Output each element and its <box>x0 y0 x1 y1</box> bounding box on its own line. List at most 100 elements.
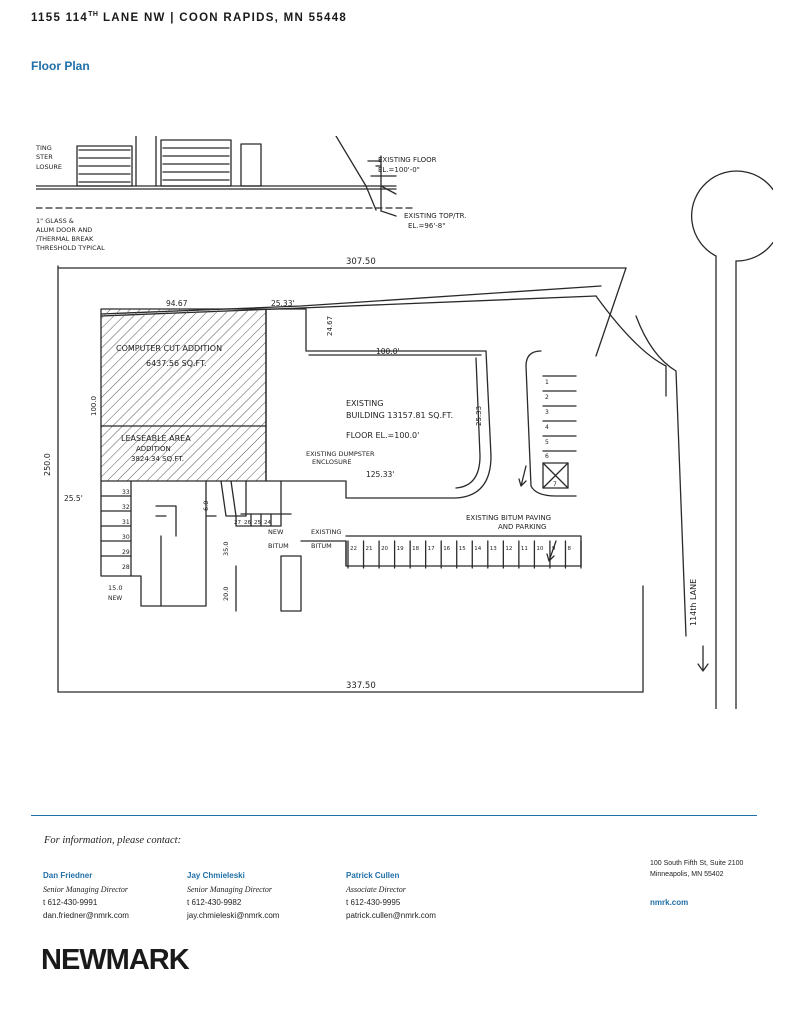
newmark-logo: NEWMARK <box>41 944 190 976</box>
enclosure-note-2: STER <box>36 153 53 161</box>
paving-label-1: EXISTING BITUM PAVING <box>466 514 551 522</box>
left-stall-numbers: 33 32 31 30 29 28 27 26 25 24 25.5' 6.0 … <box>64 489 551 602</box>
dim-200: 20.0 <box>222 587 230 601</box>
dim-350: 35.0 <box>222 542 230 556</box>
existing-building <box>265 308 492 499</box>
floor-elevation-note: EL.=100'-0" <box>378 166 420 174</box>
dim-255: 25.5' <box>64 494 83 503</box>
contact-phone[interactable]: t 612-430-9995 <box>346 898 401 907</box>
lane-label: 114th LANE <box>689 579 698 626</box>
property-address: 1155 114TH LANE NW | COON RAPIDS, MN 554… <box>31 11 348 24</box>
stall-number: 13 <box>490 546 497 552</box>
addition-label-2: 6437.56 SQ.FT. <box>146 359 206 368</box>
dim-1000: 100.0 <box>90 396 98 416</box>
contact-phone[interactable]: t 612-430-9991 <box>43 898 98 907</box>
contact-email[interactable]: patrick.cullen@nmrk.com <box>346 911 436 920</box>
leaseable-label-2: ADDITION <box>136 445 171 453</box>
contact-card-1: Dan Friedner Senior Managing Director t … <box>43 869 129 922</box>
dim-100: 100.0' <box>376 347 400 356</box>
stall-number: 11 <box>521 546 528 552</box>
right-stall-numbers: 1 2 3 4 5 6 7 <box>545 379 557 488</box>
right-parking <box>525 350 577 497</box>
svg-text:1: 1 <box>545 379 549 386</box>
contact-title: Senior Managing Director <box>43 885 129 894</box>
enclosure-note-3: LOSURE <box>36 163 62 171</box>
enclosure-note-1: TING <box>36 144 52 152</box>
left-parking <box>100 480 582 612</box>
svg-text:5: 5 <box>545 439 549 446</box>
stall-number: 14 <box>474 546 481 552</box>
svg-text:6: 6 <box>545 453 549 460</box>
existing-floor-note: EXISTING FLOOR <box>378 156 437 164</box>
contact-email[interactable]: jay.chmieleski@nmrk.com <box>187 911 280 920</box>
contact-card-2: Jay Chmieleski Senior Managing Director … <box>187 869 279 922</box>
stall-number: 17 <box>428 546 435 552</box>
stall-number: 15 <box>459 546 466 552</box>
leaseable-label-1: LEASEABLE AREA <box>121 434 191 443</box>
contact-heading: For information, please contact: <box>44 835 182 846</box>
floor-plan-drawing: TING STER LOSURE EXISTING FLOOR EL.=100'… <box>36 136 773 709</box>
svg-text:30: 30 <box>122 534 130 541</box>
glass-note-2: ALUM DOOR AND <box>36 226 92 234</box>
svg-text:2: 2 <box>545 394 549 401</box>
dim-9467: 94.67 <box>166 299 188 308</box>
existing-building-label-2: BUILDING 13157.81 SQ.FT. <box>346 411 453 420</box>
stall-number: 20 <box>381 546 388 552</box>
glass-note-3: /THERMAL BREAK <box>36 235 94 243</box>
existing-small-label: EXISTING <box>311 528 341 536</box>
top-elevation-note: EL.=96'-8" <box>408 222 445 230</box>
contact-email[interactable]: dan.friedner@nmrk.com <box>43 911 129 920</box>
dim-150: 15.0 <box>108 584 122 592</box>
dim-2533b: 25.33 <box>475 406 483 426</box>
stall-number: 22 <box>350 546 357 552</box>
svg-text:31: 31 <box>122 519 130 526</box>
stall-number: 18 <box>412 546 419 552</box>
existing-building-label-3: FLOOR EL.=100.0' <box>346 431 419 440</box>
svg-text:3: 3 <box>545 409 549 416</box>
glass-note-1: 1" GLASS & <box>36 217 74 225</box>
office-address-line-1: 100 South Fifth St, Suite 2100 <box>650 860 744 867</box>
new-small-label: NEW <box>108 595 122 602</box>
bottom-stalls <box>347 540 582 569</box>
contact-name: Jay Chmieleski <box>187 871 245 880</box>
svg-text:28: 28 <box>122 564 130 571</box>
stall-number: 8 <box>567 546 571 552</box>
bitum-label-1: BITUM <box>268 542 289 550</box>
footer-divider <box>31 815 757 816</box>
stall-number: 16 <box>443 546 450 552</box>
dim-2533: 25.33' <box>271 299 295 308</box>
svg-text:26: 26 <box>244 520 251 526</box>
paving-label-2: AND PARKING <box>498 523 546 531</box>
contact-title: Associate Director <box>346 885 406 894</box>
new-label: NEW <box>268 528 284 536</box>
property-boundary <box>57 265 644 693</box>
cul-de-sac <box>595 170 773 709</box>
svg-text:33: 33 <box>122 489 130 496</box>
svg-text:25: 25 <box>254 520 261 526</box>
dim-top-width: 307.50 <box>346 257 376 267</box>
page-title: Floor Plan <box>31 59 90 73</box>
contact-phone[interactable]: t 612-430-9982 <box>187 898 242 907</box>
dumpster-label-2: ENCLOSURE <box>312 458 352 466</box>
dim-left-height: 250.0 <box>43 453 52 476</box>
existing-building-label-1: EXISTING <box>346 399 383 408</box>
stall-number: 9 <box>552 546 556 552</box>
dim-60: 6.0 <box>202 501 210 511</box>
dim-12533: 125.33' <box>366 470 394 479</box>
svg-text:24: 24 <box>264 520 271 526</box>
contact-name: Patrick Cullen <box>346 871 400 880</box>
stall-number: 10 <box>536 546 543 552</box>
existing-top-note: EXISTING TOP/TR. <box>404 212 466 220</box>
office-address: 100 South Fifth St, Suite 2100 Minneapol… <box>650 858 743 908</box>
leaseable-label-3: 3824.34 SQ.FT. <box>131 455 184 463</box>
stall-number: 12 <box>505 546 512 552</box>
contact-card-3: Patrick Cullen Associate Director t 612-… <box>346 869 436 922</box>
addition-label-1: COMPUTER CUT ADDITION <box>116 344 222 353</box>
svg-text:32: 32 <box>122 504 130 511</box>
svg-text:7: 7 <box>553 481 557 488</box>
website-link[interactable]: nmrk.com <box>650 898 689 907</box>
svg-text:4: 4 <box>545 424 549 431</box>
svg-text:29: 29 <box>122 549 130 556</box>
dumpster-label-1: EXISTING DUMPSTER <box>306 450 375 458</box>
